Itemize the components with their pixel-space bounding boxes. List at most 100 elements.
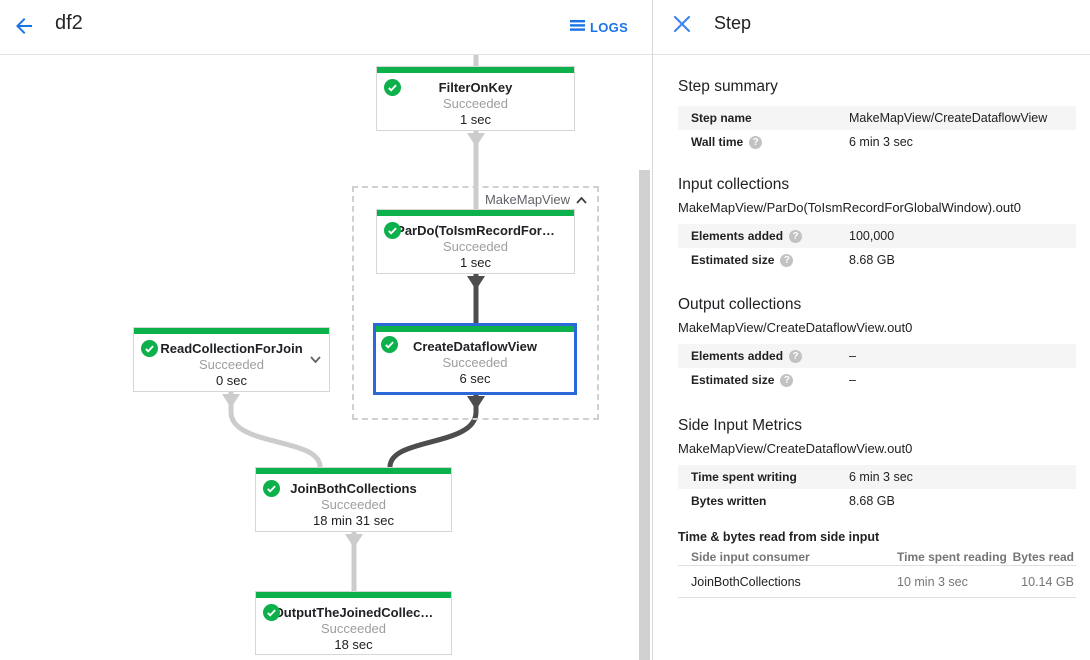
kv-label: Estimated size ? <box>678 253 794 267</box>
header: df2 LOGS Step <box>0 0 1090 55</box>
logs-button-label: LOGS <box>590 19 629 35</box>
kv-value: – <box>849 349 856 363</box>
chevron-down-icon[interactable] <box>310 350 321 368</box>
kv-value: 6 min 3 sec <box>849 135 913 149</box>
check-circle-icon <box>263 604 280 621</box>
kv-row-bytes-written: Bytes written 8.68 GB <box>678 489 1076 513</box>
side-input-consumer-cell: JoinBothCollections <box>691 574 801 589</box>
kv-label: Elements added ? <box>678 229 803 243</box>
check-circle-icon <box>384 222 401 239</box>
table-row: JoinBothCollections 10 min 3 sec 10.14 G… <box>678 566 1076 598</box>
close-icon <box>673 15 691 36</box>
table-header-row: Side input consumer Time spent reading B… <box>678 545 1076 566</box>
composite-group-makemapview: MakeMapView <box>352 186 599 420</box>
kv-row-step-name: Step name MakeMapView/CreateDataflowView <box>678 106 1076 130</box>
kv-row-elements-added: Elements added ? – <box>678 344 1076 368</box>
node-status-bar <box>256 468 451 474</box>
column-header: Bytes read <box>1012 550 1074 564</box>
time-spent-reading-cell: 10 min 3 sec <box>897 574 968 589</box>
node-title: CreateDataflowView <box>412 339 538 354</box>
column-header: Side input consumer <box>691 550 810 564</box>
kv-value: 8.68 GB <box>849 494 895 508</box>
kv-value: 8.68 GB <box>849 253 895 267</box>
section-heading-side-input-metrics: Side Input Metrics <box>678 417 803 434</box>
node-status: Succeeded <box>198 357 265 372</box>
graph-node-joinbothcollections[interactable]: JoinBothCollections Succeeded 18 min 31 … <box>255 467 452 532</box>
graph-node-createdataflowview[interactable]: CreateDataflowView Succeeded 6 sec <box>373 323 577 395</box>
check-circle-icon <box>381 336 398 353</box>
node-time: 0 sec <box>215 373 248 388</box>
column-header: Time spent reading <box>897 550 1007 564</box>
panel-title: Step <box>714 13 752 33</box>
graph-edges <box>222 55 485 591</box>
node-time: 18 sec <box>334 637 373 652</box>
side-input-collection-name: MakeMapView/CreateDataflowView.out0 <box>678 441 913 456</box>
help-icon[interactable]: ? <box>789 229 803 243</box>
node-title: ParDo(ToIsmRecordFor… <box>396 223 555 238</box>
help-icon[interactable]: ? <box>749 135 763 149</box>
input-collection-name: MakeMapView/ParDo(ToIsmRecordForGlobalWi… <box>678 200 1021 215</box>
bytes-read-cell: 10.14 GB <box>1021 574 1074 589</box>
node-time: 6 sec <box>459 371 491 386</box>
kv-row-elements-added: Elements added ? 100,000 <box>678 224 1076 248</box>
side-input-table: Side input consumer Time spent reading B… <box>678 545 1076 598</box>
node-status-bar <box>134 328 329 334</box>
graph-node-pardo-toismrecord[interactable]: ParDo(ToIsmRecordFor… Succeeded 1 sec <box>376 209 575 274</box>
node-status-bar <box>377 67 574 73</box>
kv-label: Elements added ? <box>678 349 803 363</box>
side-input-table-heading: Time & bytes read from side input <box>678 530 880 544</box>
kv-row-time-spent-writing: Time spent writing 6 min 3 sec <box>678 465 1076 489</box>
node-status: Succeeded <box>442 239 509 254</box>
kv-value: 6 min 3 sec <box>849 470 913 484</box>
job-graph-canvas[interactable]: MakeMapView FilterOnKey Succeeded 1 sec … <box>0 55 652 660</box>
node-status: Succeeded <box>442 96 509 111</box>
group-collapse-toggle[interactable]: MakeMapView <box>482 192 589 207</box>
node-title: JoinBothCollections <box>290 481 417 496</box>
help-icon[interactable]: ? <box>780 253 794 267</box>
node-status-bar <box>376 326 574 332</box>
node-title: OutputTheJoinedCollec… <box>273 605 434 620</box>
section-heading-input-collections: Input collections <box>678 176 790 193</box>
kv-row-wall-time: Wall time ? 6 min 3 sec <box>678 130 1076 154</box>
node-title: FilterOnKey <box>438 80 513 95</box>
logs-button[interactable]: LOGS <box>570 14 628 40</box>
kv-label: Step name <box>691 111 752 125</box>
arrow-back-icon <box>12 17 36 41</box>
node-status: Succeeded <box>442 355 508 370</box>
group-label-text: MakeMapView <box>484 192 570 207</box>
kv-label: Bytes written <box>691 494 767 508</box>
help-icon[interactable]: ? <box>789 349 803 363</box>
section-heading-step-summary: Step summary <box>678 78 778 95</box>
logs-list-icon <box>570 19 585 36</box>
node-title: ReadCollectionForJoin <box>160 341 303 356</box>
graph-node-filteronkey[interactable]: FilterOnKey Succeeded 1 sec <box>376 66 575 131</box>
kv-row-estimated-size: Estimated size ? – <box>678 368 1076 392</box>
node-time: 1 sec <box>459 255 492 270</box>
close-panel-button[interactable] <box>671 14 693 36</box>
step-details-panel: Step summary Step name MakeMapView/Creat… <box>653 55 1090 660</box>
check-circle-icon <box>141 340 158 357</box>
job-name: df2 <box>55 12 83 34</box>
graph-node-outputthejoinedcollection[interactable]: OutputTheJoinedCollec… Succeeded 18 sec <box>255 591 452 655</box>
kv-value: MakeMapView/CreateDataflowView <box>849 111 1048 125</box>
kv-value: – <box>849 373 856 387</box>
help-icon[interactable]: ? <box>780 373 794 387</box>
kv-value: 100,000 <box>849 229 895 243</box>
vertical-scrollbar[interactable] <box>639 170 650 660</box>
check-circle-icon <box>263 480 280 497</box>
graph-node-readcollectionforjoin[interactable]: ReadCollectionForJoin Succeeded 0 sec <box>133 327 330 392</box>
node-time: 1 sec <box>459 112 492 127</box>
node-status: Succeeded <box>320 621 387 636</box>
kv-label: Wall time ? <box>678 135 763 149</box>
output-collection-name: MakeMapView/CreateDataflowView.out0 <box>678 320 913 335</box>
section-heading-output-collections: Output collections <box>678 296 802 313</box>
panel-divider <box>652 0 653 660</box>
chevron-up-icon <box>576 192 587 207</box>
back-button[interactable] <box>10 13 38 41</box>
kv-row-estimated-size: Estimated size ? 8.68 GB <box>678 248 1076 272</box>
node-status-bar <box>256 592 451 598</box>
kv-label: Time spent writing <box>691 470 797 484</box>
check-circle-icon <box>384 79 401 96</box>
node-status-bar <box>377 210 574 216</box>
